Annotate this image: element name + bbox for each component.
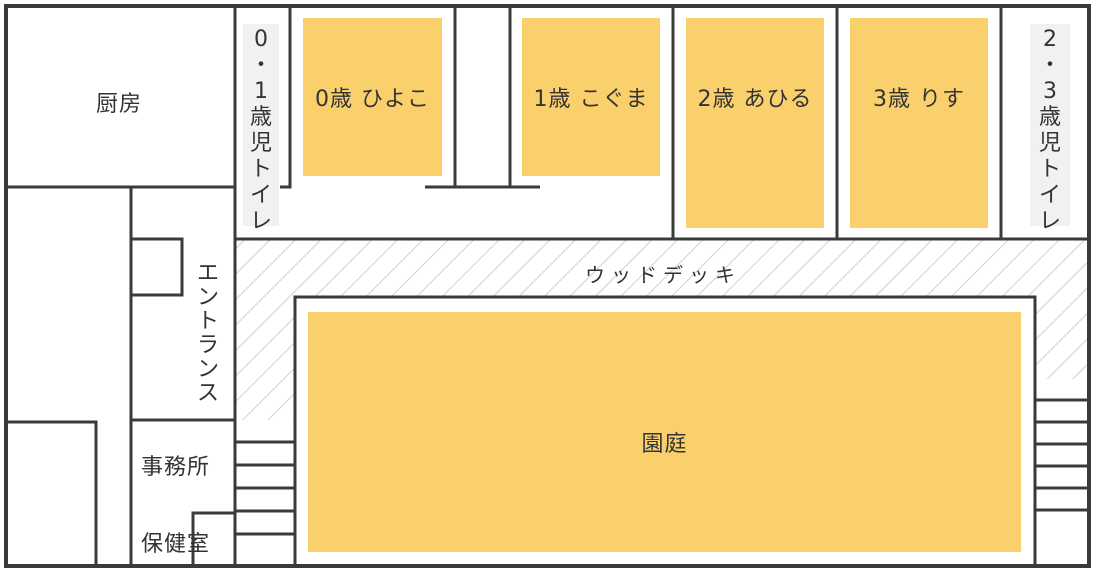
vertical-char: 3 <box>1042 79 1057 104</box>
garden-area: 園庭 <box>308 312 1021 552</box>
vertical-char: 児 <box>1038 131 1061 156</box>
entrance-text: エントランス <box>197 262 219 406</box>
vertical-char: レ <box>249 209 272 234</box>
toilet-23-bg <box>1030 24 1070 226</box>
room-class-0: 0歳 ひよこ <box>303 18 442 176</box>
kitchen-label: 厨房 <box>96 92 143 117</box>
vertical-char: ・ <box>249 53 272 78</box>
infirmary-label: 保健室 <box>141 532 211 557</box>
room-class-2-label: 2歳 あひる <box>697 87 813 112</box>
vertical-char: 0 <box>253 27 268 52</box>
vertical-char: ・ <box>1038 53 1061 78</box>
room-class-3: 3歳 りす <box>850 18 988 228</box>
vertical-char: ン <box>196 357 219 382</box>
room-class-2: 2歳 あひる <box>686 18 824 228</box>
vertical-char: イ <box>249 183 272 208</box>
vertical-char: ト <box>196 309 219 334</box>
garden-label: 園庭 <box>641 432 688 457</box>
entrance-label: エントランス <box>196 262 220 406</box>
vertical-char: エ <box>196 261 219 286</box>
steps-right <box>1035 398 1089 512</box>
walls <box>4 4 1091 568</box>
room-class-1-label: 1歳 こぐま <box>533 87 649 112</box>
vertical-char: 児 <box>249 131 272 156</box>
deck-label: ウッドデッキ <box>585 263 741 287</box>
vertical-char: イ <box>1038 183 1061 208</box>
vertical-char: ト <box>249 157 272 182</box>
office-label: 事務所 <box>141 455 211 480</box>
vertical-char: 歳 <box>1038 105 1061 130</box>
vertical-char: ス <box>196 381 219 406</box>
toilet-01-bg <box>243 24 279 226</box>
room-class-3-label: 3歳 りす <box>873 87 965 112</box>
deck-area <box>235 239 1089 420</box>
room-class-0-label: 0歳 ひよこ <box>315 87 430 112</box>
vertical-char: ト <box>1038 157 1061 182</box>
vertical-char: 2 <box>1042 27 1057 52</box>
vertical-char: レ <box>1038 209 1061 234</box>
room-class-1: 1歳 こぐま <box>522 18 660 176</box>
vertical-char: ン <box>196 285 219 310</box>
vertical-char: ラ <box>196 333 219 358</box>
vertical-char: 1 <box>253 79 268 104</box>
vertical-char: 歳 <box>249 105 272 130</box>
steps-left <box>235 440 295 536</box>
